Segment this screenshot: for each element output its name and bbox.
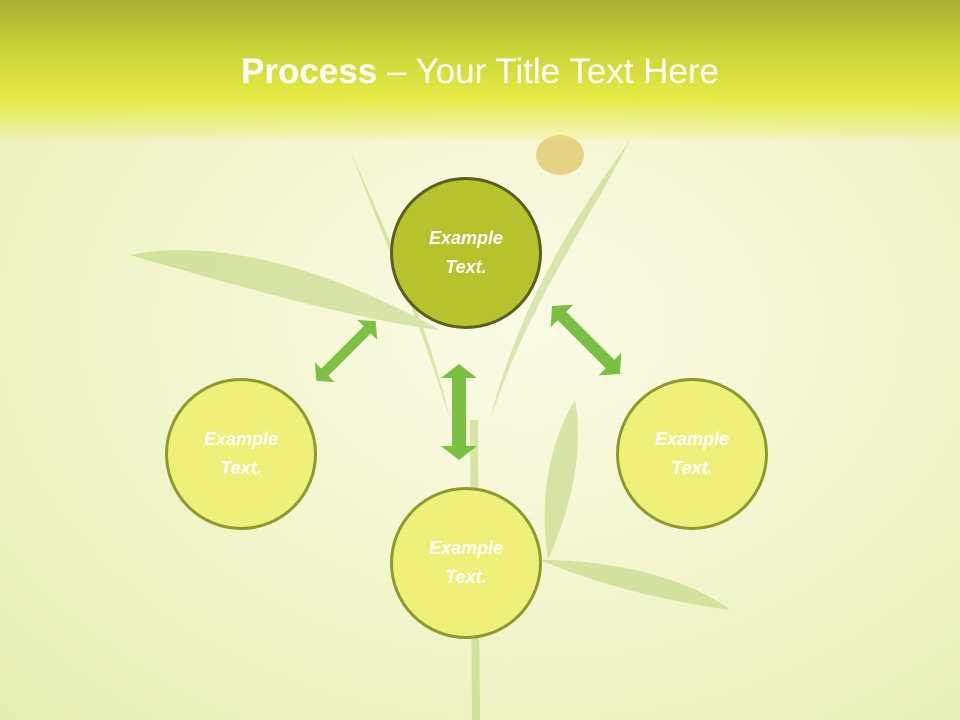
node-text: Example Text. [428,538,504,587]
node-text: Example Text. [654,429,730,478]
page-title: Process – Your Title Text Here [0,52,960,92]
process-node-left: Example Text. [165,378,317,530]
title-bold: Process [241,52,378,91]
arrow-vertical-center [441,364,477,460]
arrow-top-right [550,304,622,376]
process-node-right: Example Text. [616,378,768,530]
process-node-top: Example Text. [390,177,542,329]
header-bar [0,0,960,140]
arrow-top-left [314,319,378,383]
process-node-bottom: Example Text. [390,487,542,639]
node-text: Example Text. [203,429,279,478]
node-text: Example Text. [428,228,504,277]
title-rest: – Your Title Text Here [377,52,719,91]
